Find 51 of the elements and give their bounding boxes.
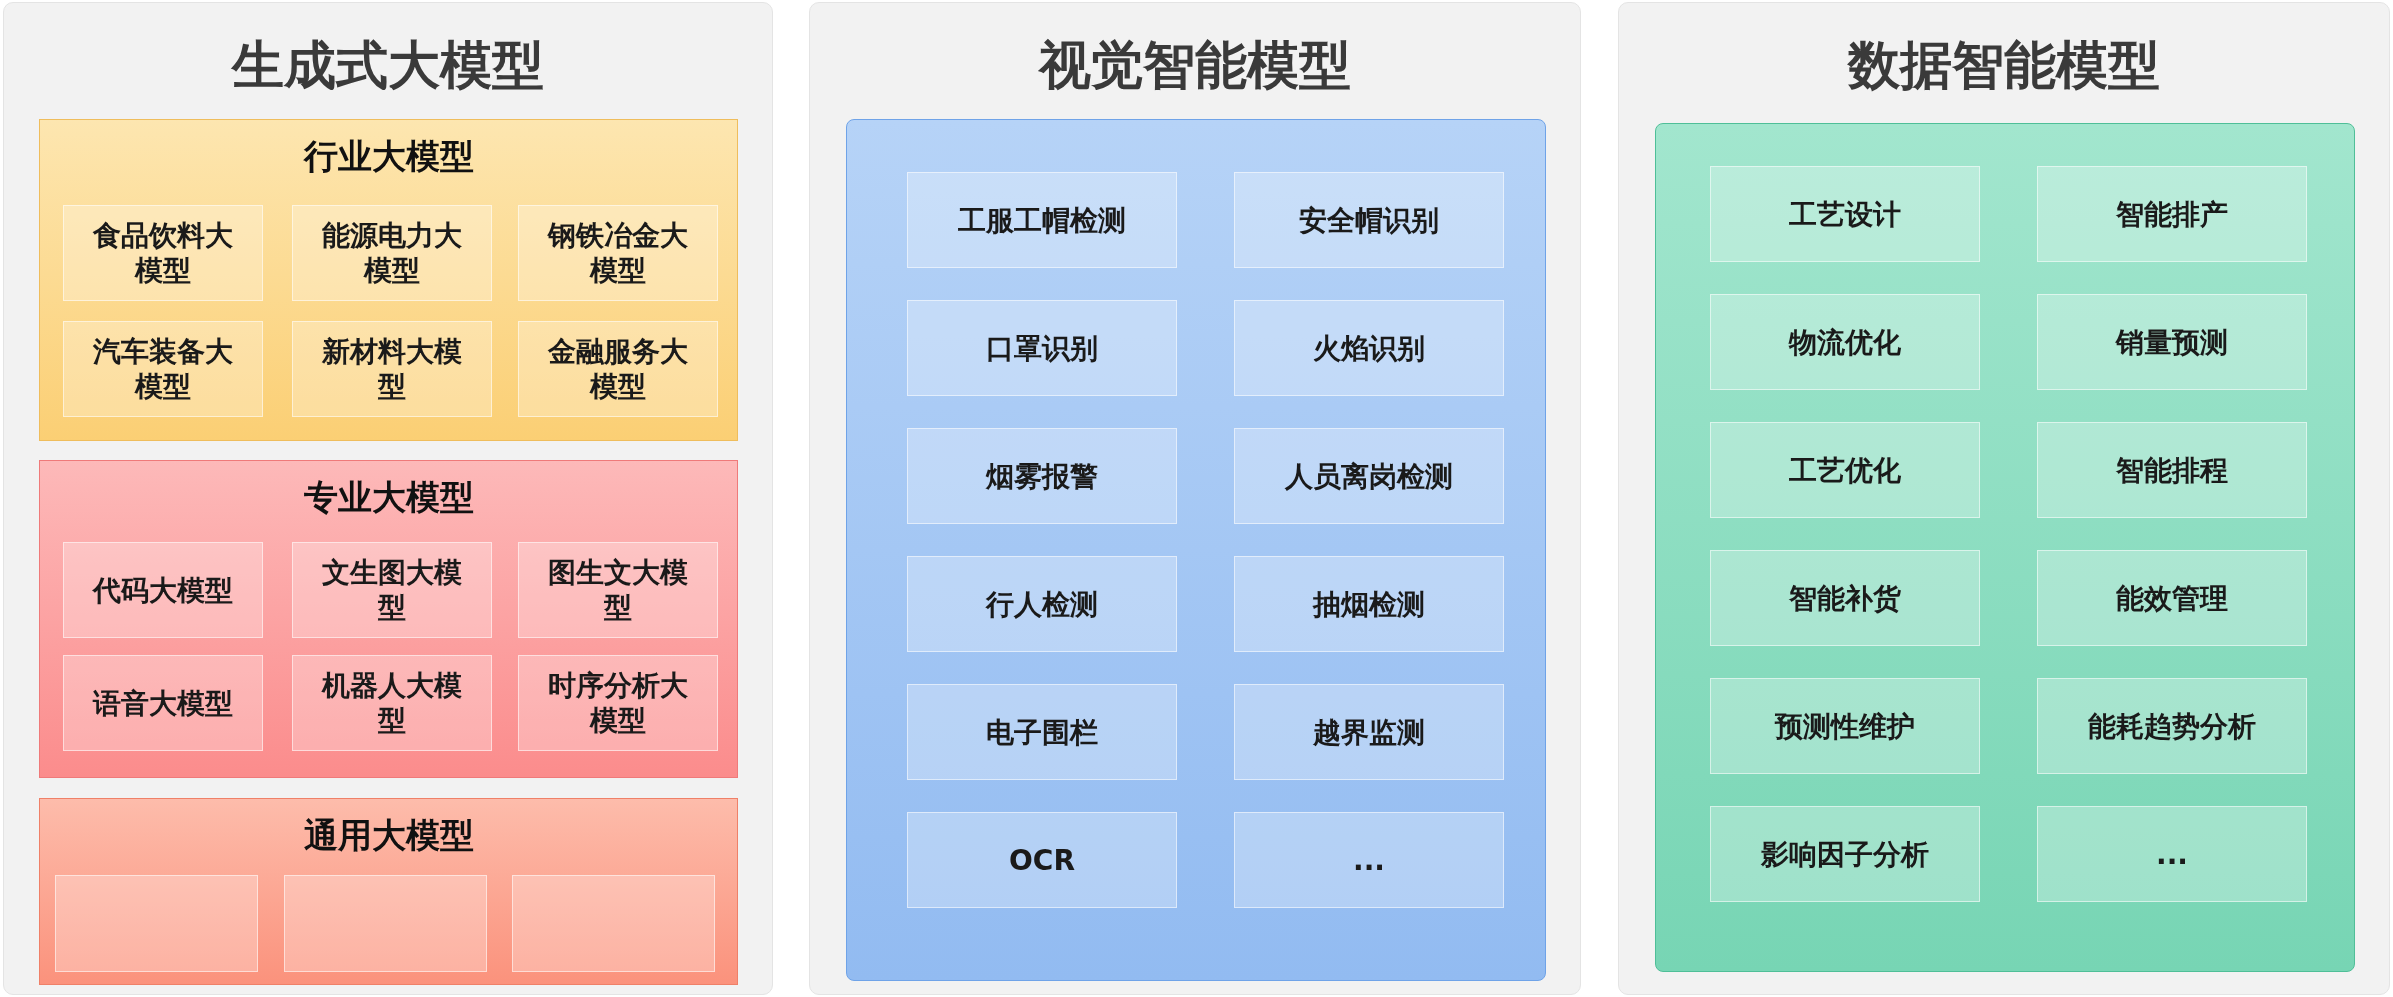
group-title: 行业大模型 — [302, 135, 475, 178]
model-card: 烟雾报警 — [907, 428, 1177, 524]
model-card: ... — [1234, 812, 1504, 908]
panel-title: 数据智能模型 — [1846, 34, 2161, 97]
model-card: 智能排程 — [2037, 422, 2307, 518]
model-card: 火焰识别 — [1234, 300, 1504, 396]
model-card: 电子围栏 — [907, 684, 1177, 780]
group-panel — [39, 460, 738, 778]
model-card — [55, 875, 258, 972]
model-card: 时序分析大模型 — [518, 655, 718, 751]
model-card: 越界监测 — [1234, 684, 1504, 780]
model-card: 食品饮料大模型 — [63, 205, 263, 301]
model-card: 图生文大模型 — [518, 542, 718, 638]
model-card: OCR — [907, 812, 1177, 908]
model-card: 行人检测 — [907, 556, 1177, 652]
model-card: 代码大模型 — [63, 542, 263, 638]
model-card: 能效管理 — [2037, 550, 2307, 646]
model-card: 金融服务大模型 — [518, 321, 718, 417]
model-card: 汽车装备大模型 — [63, 321, 263, 417]
panel — [1618, 2, 2390, 995]
model-card: 抽烟检测 — [1234, 556, 1504, 652]
model-card: 新材料大模型 — [292, 321, 492, 417]
group-panel — [39, 119, 738, 441]
model-card: 工艺优化 — [1710, 422, 1980, 518]
group-panel — [39, 798, 738, 985]
model-card — [284, 875, 487, 972]
panel-title: 视觉智能模型 — [1037, 34, 1352, 97]
model-card: ... — [2037, 806, 2307, 902]
group-title: 专业大模型 — [302, 476, 475, 519]
model-card: 影响因子分析 — [1710, 806, 1980, 902]
group-title: 通用大模型 — [302, 814, 475, 857]
model-card: 语音大模型 — [63, 655, 263, 751]
model-card: 销量预测 — [2037, 294, 2307, 390]
model-card: 人员离岗检测 — [1234, 428, 1504, 524]
model-card: 文生图大模型 — [292, 542, 492, 638]
panel-title: 生成式大模型 — [230, 34, 545, 97]
model-card: 能源电力大模型 — [292, 205, 492, 301]
model-card: 智能排产 — [2037, 166, 2307, 262]
model-card — [512, 875, 715, 972]
panel — [3, 2, 773, 995]
model-card: 智能补货 — [1710, 550, 1980, 646]
model-card: 安全帽识别 — [1234, 172, 1504, 268]
panel — [809, 2, 1581, 995]
model-card: 机器人大模型 — [292, 655, 492, 751]
model-card: 工艺设计 — [1710, 166, 1980, 262]
model-card: 物流优化 — [1710, 294, 1980, 390]
model-card: 工服工帽检测 — [907, 172, 1177, 268]
model-card: 口罩识别 — [907, 300, 1177, 396]
model-card: 能耗趋势分析 — [2037, 678, 2307, 774]
model-card: 预测性维护 — [1710, 678, 1980, 774]
model-card: 钢铁冶金大模型 — [518, 205, 718, 301]
